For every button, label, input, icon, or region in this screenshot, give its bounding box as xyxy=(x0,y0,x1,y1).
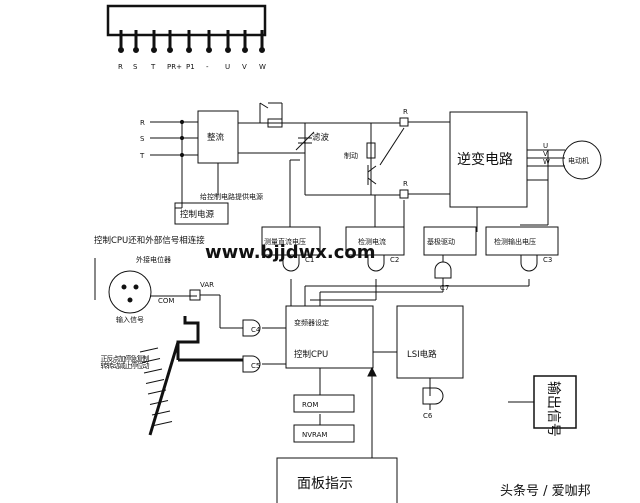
switch-contact xyxy=(153,421,173,426)
terminal-pin-dot xyxy=(151,47,157,53)
dc-bus xyxy=(295,122,400,196)
switch-contact xyxy=(145,379,165,384)
terminal-pin-dot xyxy=(225,47,231,53)
memory-blocks xyxy=(293,394,355,443)
external-pot-label: 外接电位器 xyxy=(136,255,171,264)
terminal-pins xyxy=(118,30,265,53)
switch-contacts xyxy=(139,347,173,426)
terminal-label: P1 xyxy=(186,63,195,71)
terminal-pin-dot xyxy=(206,47,212,53)
inverter-block xyxy=(449,111,602,232)
footer-attribution: 头条号 / 爱咖邦 xyxy=(500,483,591,499)
switch-contact xyxy=(139,347,159,353)
dc-voltage-detect-label: 测量直流电压 xyxy=(264,237,306,246)
detect-circuit-label: 变频器设定 xyxy=(294,318,329,327)
input-signal-label: 输入信号 xyxy=(116,315,144,324)
switch-inputs xyxy=(139,316,243,436)
terminal-label: - xyxy=(206,63,209,71)
switch-label: 加减 xyxy=(118,354,126,370)
base-drive-label: 基极驱动 xyxy=(427,237,455,246)
brake-label: 制动 xyxy=(344,151,358,160)
phase-v: V xyxy=(543,150,548,158)
switch-contact xyxy=(143,368,163,374)
relay-label-top: R xyxy=(403,108,408,116)
current-sensors xyxy=(379,117,450,225)
inrush-resistor xyxy=(259,102,283,128)
switch-label: 停止 xyxy=(124,354,132,369)
gate-c2: C2 xyxy=(390,256,399,264)
output-signal-block xyxy=(508,375,577,429)
gate-c6: C6 xyxy=(423,412,433,420)
cpu-external-note: 控制CPU还和外部信号相连接 xyxy=(94,235,205,246)
rectifier-label: 整流 xyxy=(207,132,225,143)
terminal-pin-dot xyxy=(118,47,124,53)
switch-label: 制动 xyxy=(142,354,150,370)
control-power-label: 控制电源 xyxy=(180,209,215,220)
panel-block xyxy=(276,366,398,503)
phase-w: W xyxy=(543,158,550,166)
control-cpu-label: 控制CPU xyxy=(294,349,328,360)
phase-s: S xyxy=(140,135,145,143)
input-lines xyxy=(150,119,198,209)
terminal-label: W xyxy=(259,63,266,71)
rom-label: ROM xyxy=(302,401,318,409)
switch-contact xyxy=(141,358,161,363)
switch-label: 正转 xyxy=(100,355,108,370)
rectifier-note: 给控制电路提供电源 xyxy=(200,192,263,201)
switch-label: 复位 xyxy=(136,354,144,369)
inverter-label: 逆变电路 xyxy=(457,152,513,168)
switch-label: 急停 xyxy=(130,354,138,370)
terminal-pin-dot xyxy=(242,47,248,53)
terminal-pin-dot xyxy=(167,47,173,53)
switch-label: 反转 xyxy=(106,354,114,370)
phase-u: U xyxy=(543,142,548,150)
motor-label: 电动机 xyxy=(568,156,589,165)
lsi-label: LSI电路 xyxy=(407,349,437,360)
control-power-block xyxy=(174,202,229,225)
com-label: COM xyxy=(158,297,174,305)
gate-c1: C1 xyxy=(305,256,314,264)
var-label: VAR xyxy=(200,281,214,289)
output-phase-labels: U V W xyxy=(543,142,550,166)
input-phase-labels: R S T xyxy=(139,119,145,160)
nvram-label: NVRAM xyxy=(302,431,327,439)
terminal-pin-dot xyxy=(186,47,192,53)
phase-r: R xyxy=(140,119,145,127)
terminal-label: PR+ xyxy=(167,63,182,71)
watermark: www.bjjdwx.com xyxy=(205,242,376,263)
phase-t: T xyxy=(139,152,145,160)
current-detect-label: 检测电流 xyxy=(358,237,386,246)
terminal-pin-dot xyxy=(133,47,139,53)
terminal-label: T xyxy=(150,63,156,71)
gate-labels: C1 C2 C3 C4 C5 C6 C7 xyxy=(251,256,552,420)
output-signal-label: 输出信号 xyxy=(545,381,561,437)
panel-label: 面板指示 xyxy=(297,476,353,492)
terminal-labels: R S T PR+ P1 - U V W xyxy=(118,63,266,71)
gate-c5: C5 xyxy=(251,362,260,370)
terminal-label: R xyxy=(118,63,123,71)
terminal-pin-dot xyxy=(259,47,265,53)
terminal-label: U xyxy=(225,63,230,71)
filter-label: 滤波 xyxy=(312,132,330,143)
terminal-label: V xyxy=(242,63,247,71)
terminal-strip xyxy=(106,4,267,53)
output-voltage-detect-label: 检测输出电压 xyxy=(494,237,536,246)
relay-label-bottom: R xyxy=(403,180,408,188)
terminal-label: S xyxy=(133,63,138,71)
switch-contact xyxy=(149,400,169,405)
switch-label: 点动 xyxy=(112,355,120,370)
switch-contact xyxy=(151,410,171,416)
logic-gates xyxy=(242,254,538,410)
gate-c4: C4 xyxy=(251,326,261,334)
control-cpu-block xyxy=(262,305,464,425)
gate-c7: C7 xyxy=(440,284,449,292)
rectifier-block xyxy=(197,110,305,195)
potentiometer xyxy=(94,258,243,329)
switch-contact xyxy=(147,389,167,395)
gate-c3: C3 xyxy=(543,256,552,264)
